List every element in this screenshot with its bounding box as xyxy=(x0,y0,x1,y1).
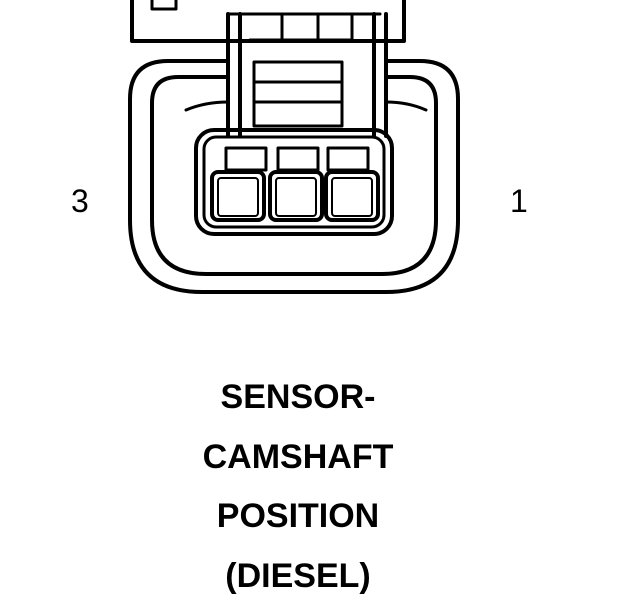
terminal-cavity-2 xyxy=(268,170,324,222)
connector-top-notch xyxy=(150,0,178,11)
caption-line-1: SENSOR- xyxy=(220,378,376,416)
caption-line-2: CAMSHAFT xyxy=(202,438,394,476)
terminal-housing-inner xyxy=(202,135,386,229)
terminal-cavity-3 xyxy=(210,170,266,222)
locking-tab xyxy=(252,60,344,128)
terminal-cavity-1 xyxy=(324,170,380,222)
pin-label-1: 1 xyxy=(510,183,528,219)
caption-line-4: (DIESEL) xyxy=(225,557,371,595)
connector-inner-shroud xyxy=(150,75,438,276)
connector-outer-shroud xyxy=(128,59,460,294)
pin-label-3: 3 xyxy=(71,183,89,219)
caption-line-3: POSITION xyxy=(216,497,380,535)
terminal-housing xyxy=(194,128,394,236)
